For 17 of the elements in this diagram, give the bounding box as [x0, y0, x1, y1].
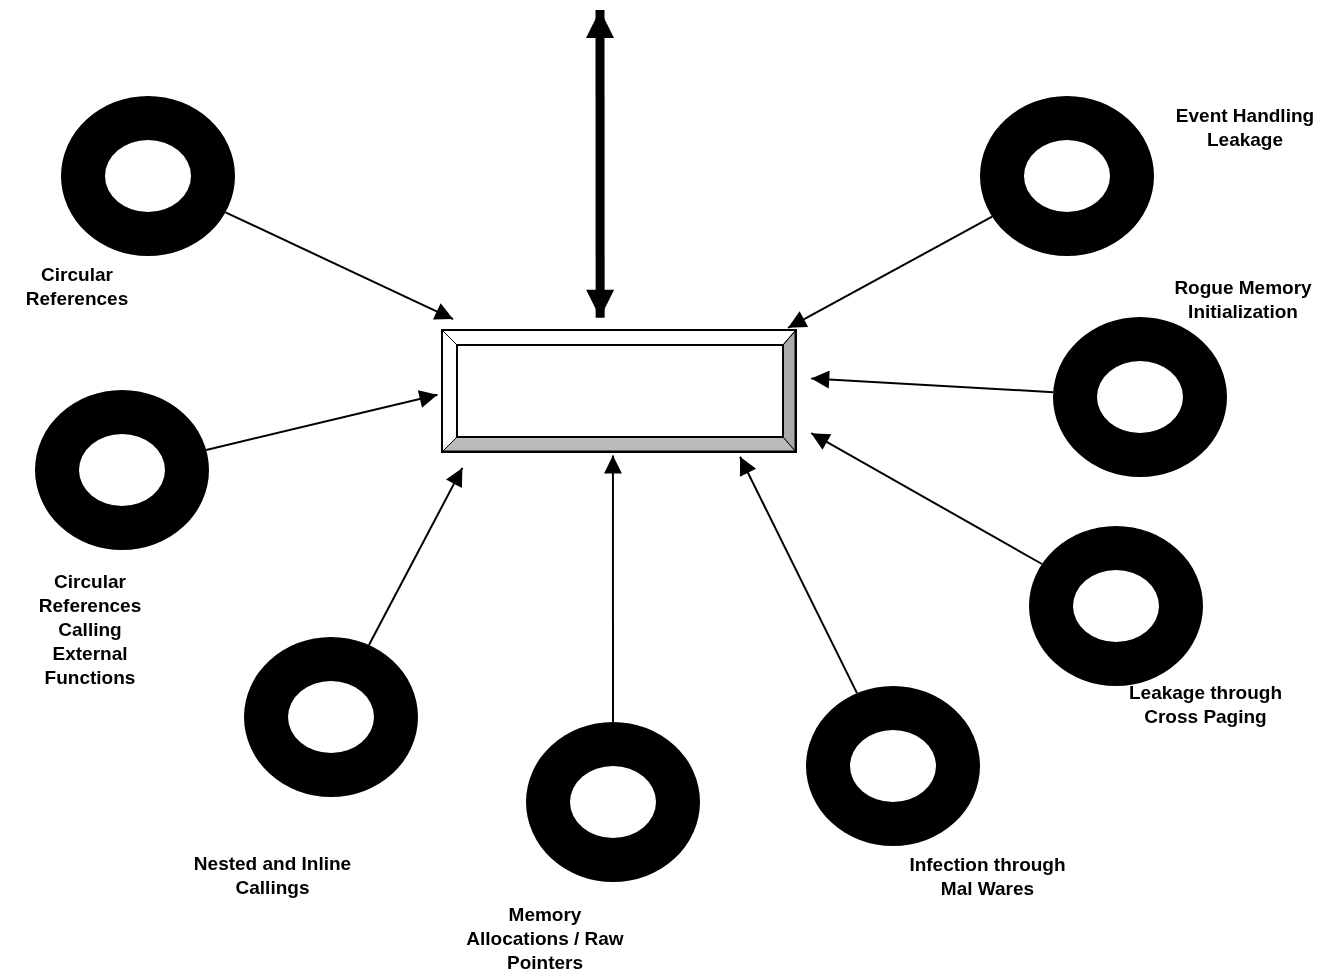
- node-caption: Nested and Inline Callings: [192, 852, 353, 900]
- node-caption: Leakage through Cross Paging: [1127, 681, 1284, 729]
- arrow: [810, 370, 1055, 394]
- node-caption: Memory Allocations / Raw Pointers: [465, 903, 625, 975]
- arrow: [603, 454, 622, 723]
- bevel-box: [441, 329, 797, 453]
- double-arrow: [586, 10, 615, 318]
- arrow: [205, 390, 439, 451]
- arrow: [739, 455, 858, 695]
- arrow: [367, 466, 464, 646]
- arrow: [810, 432, 1043, 565]
- node-caption: Event Handling Leakage: [1174, 104, 1316, 152]
- node-caption: Rogue Memory Initialization: [1173, 276, 1313, 324]
- node-caption: Circular References: [24, 263, 130, 311]
- node-caption: Infection through Mal Wares: [908, 853, 1067, 901]
- arrow: [224, 211, 455, 321]
- node-caption: Circular References Calling External Functions: [37, 570, 143, 690]
